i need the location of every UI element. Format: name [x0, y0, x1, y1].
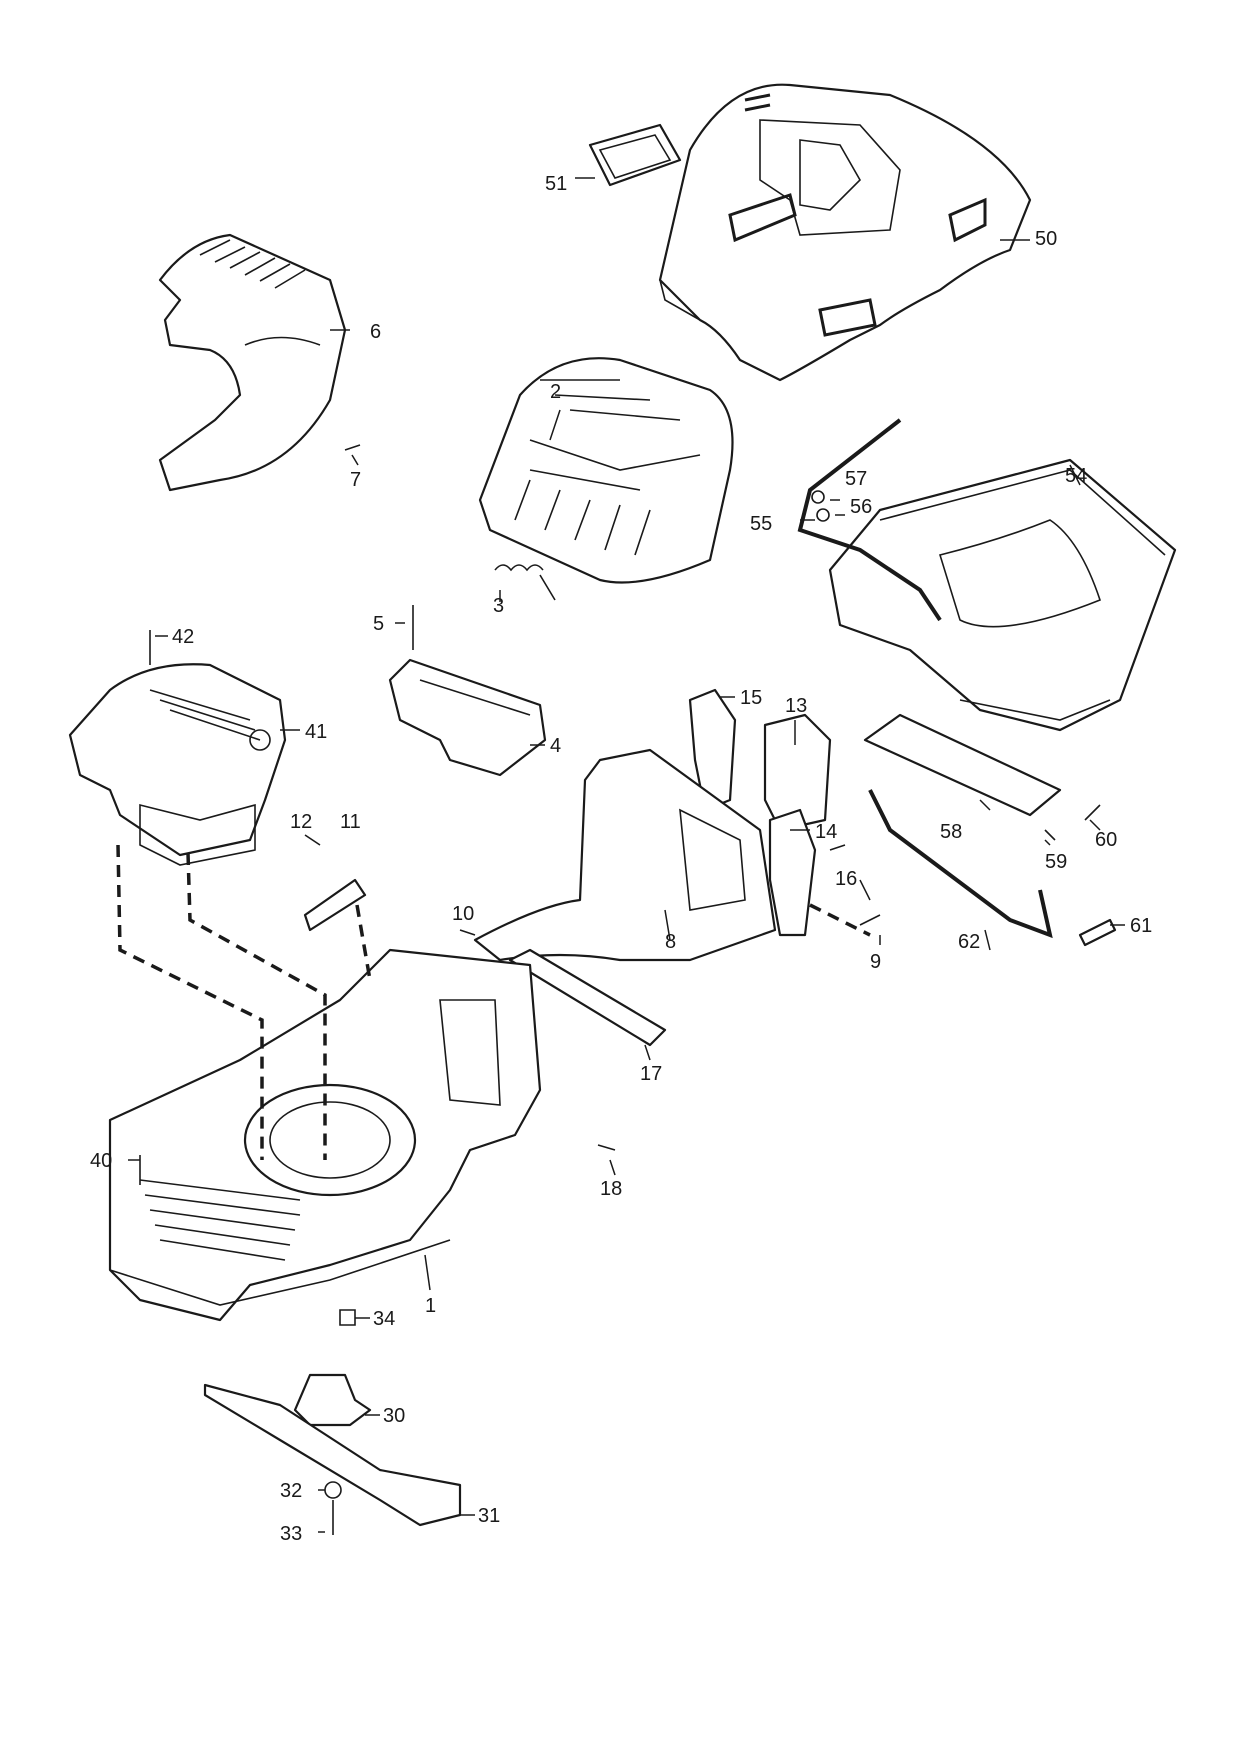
hardware [139, 444, 1101, 1535]
callout-12: 12 [290, 811, 312, 833]
part-61-clip [1078, 918, 1117, 947]
callout-42: 42 [172, 626, 194, 648]
callout-40: 40 [90, 1150, 112, 1172]
part-41-engine [68, 663, 287, 866]
part-31-blade [203, 1383, 462, 1527]
part-3-spring [494, 564, 556, 601]
callout-7: 7 [350, 469, 361, 491]
part-55-frame-rod [797, 418, 942, 622]
callout-54: 54 [1065, 465, 1087, 487]
part-4-support [388, 658, 547, 777]
part-6-front-cover [158, 233, 347, 492]
part-57-washer [811, 490, 825, 504]
part-11-spring [303, 878, 367, 932]
callout-56: 56 [850, 496, 872, 518]
part-7-screw [344, 444, 361, 451]
callout-3: 3 [493, 595, 504, 617]
part-13-cover [763, 713, 832, 832]
part-30-adapter [293, 1373, 372, 1427]
callout-31: 31 [478, 1505, 500, 1527]
part-59-pin [1044, 829, 1056, 841]
callout-57: 57 [845, 468, 867, 490]
callout-16: 16 [835, 868, 857, 890]
callout-60: 60 [1095, 829, 1117, 851]
callout-11: 11 [340, 811, 361, 833]
part-10-screw [459, 929, 476, 936]
part-2-cover [478, 357, 734, 584]
callout-32: 32 [280, 1480, 302, 1502]
part-51-lid [588, 123, 682, 187]
callout-labels: 51 50 6 7 2 3 54 57 56 55 5 42 41 4 15 1… [90, 173, 1152, 1545]
callout-61: 61 [1130, 915, 1152, 937]
callout-6: 6 [370, 321, 381, 343]
callout-41: 41 [305, 721, 327, 743]
part-62-handle [868, 789, 1053, 939]
callout-50: 50 [1035, 228, 1057, 250]
callout-13: 13 [785, 695, 807, 717]
part-9-screw [859, 914, 881, 926]
callout-18: 18 [600, 1178, 622, 1200]
part-34-key [339, 1309, 356, 1326]
callout-1: 1 [425, 1295, 436, 1317]
part-12-screw [304, 834, 321, 846]
callout-59: 59 [1045, 851, 1067, 873]
part-50-rear-cover [658, 83, 1032, 382]
callout-58: 58 [940, 821, 962, 843]
callout-15: 15 [740, 687, 762, 709]
callout-5: 5 [373, 613, 384, 635]
callout-4: 4 [550, 735, 561, 757]
part-54-grass-box [828, 458, 1177, 732]
leader-lines [128, 177, 1125, 1533]
part-14-bracket [768, 808, 817, 937]
part-17-rail [508, 948, 667, 1047]
part-56-washer [816, 508, 830, 522]
callout-8: 8 [665, 931, 676, 953]
callout-55: 55 [750, 513, 772, 535]
callout-62: 62 [958, 931, 980, 953]
callout-33: 33 [280, 1523, 302, 1545]
callout-10: 10 [452, 903, 474, 925]
callout-30: 30 [383, 1405, 405, 1427]
part-60-pin [1084, 804, 1101, 821]
callout-2: 2 [550, 381, 561, 403]
part-18-screw [597, 1144, 616, 1151]
callout-34: 34 [373, 1308, 395, 1330]
callout-9: 9 [870, 951, 881, 973]
part-15-bracket [688, 688, 737, 812]
callout-51: 51 [545, 173, 567, 195]
callout-14: 14 [815, 821, 837, 843]
part-32-washer [324, 1481, 342, 1499]
part-58-bracket [863, 713, 1062, 817]
callout-17: 17 [640, 1063, 662, 1085]
assembly-lines [116, 844, 871, 1160]
part-16-screw [829, 844, 846, 851]
